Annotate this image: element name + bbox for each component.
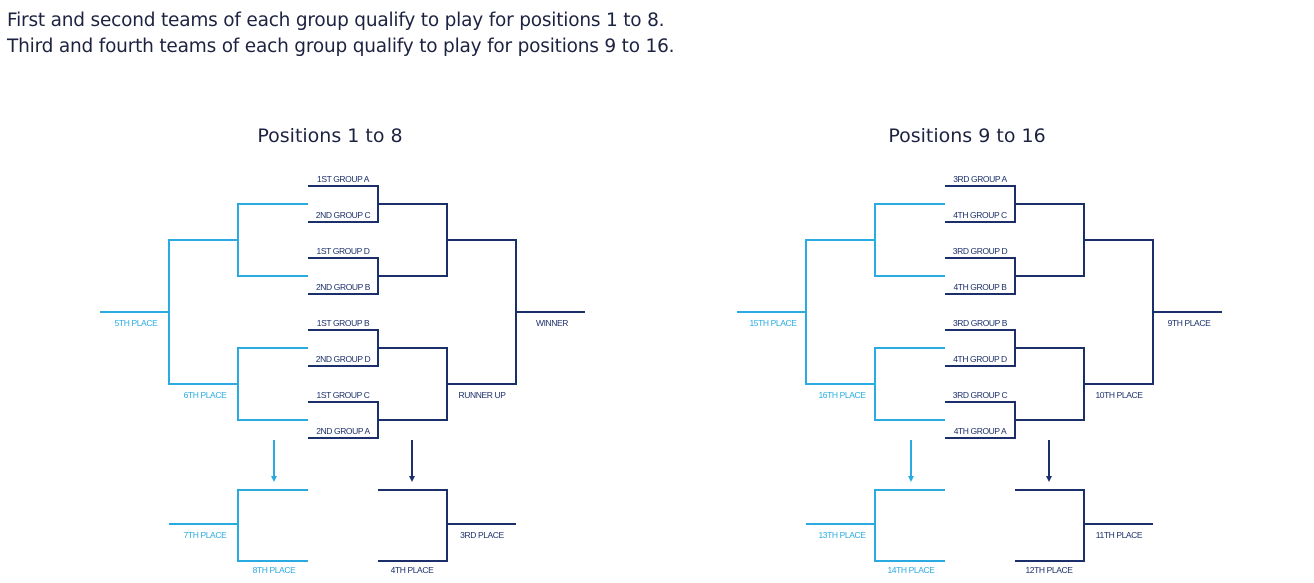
seed-label: 3RD GROUP B	[953, 318, 1008, 328]
loser-bracket	[874, 347, 945, 421]
semifinal-bracket	[378, 347, 448, 421]
intro-line-1: First and second teams of each group qua…	[7, 10, 665, 31]
classif-dark-upper-label: 3RD PLACE	[460, 530, 504, 540]
seed-label: 2ND GROUP D	[316, 354, 371, 364]
loser-upper-label: 15TH PLACE	[749, 318, 797, 328]
winner-label: WINNER	[536, 318, 568, 328]
intro-line-2: Third and fourth teams of each group qua…	[7, 36, 675, 57]
classif-light-upper-label: 13TH PLACE	[818, 530, 866, 540]
classif-light-lower-label: 14TH PLACE	[887, 565, 935, 575]
seed-label: 2ND GROUP A	[316, 426, 370, 436]
semifinal-bracket	[1015, 347, 1085, 421]
runner-up-label: 10TH PLACE	[1095, 390, 1143, 400]
down-arrow-dark	[1046, 440, 1052, 482]
seed-label: 3RD GROUP A	[953, 174, 1007, 184]
classification-bracket-dark	[1015, 489, 1085, 562]
classif-dark-lower-label: 4TH PLACE	[391, 565, 434, 575]
seed-label: 2ND GROUP B	[316, 282, 371, 292]
classif-light-lower-label: 8TH PLACE	[253, 565, 296, 575]
classification-bracket-light	[874, 489, 945, 562]
loser-final-bracket	[168, 239, 238, 385]
loser-lower-label: 16TH PLACE	[818, 390, 866, 400]
classification-bracket-dark	[378, 489, 448, 562]
bracket-title: Positions 1 to 8	[257, 125, 402, 147]
loser-bracket	[874, 203, 945, 277]
seed-label: 4TH GROUP A	[954, 426, 1007, 436]
seed-label: 4TH GROUP D	[953, 354, 1007, 364]
classification-bracket-light	[237, 489, 308, 562]
bracket-title: Positions 9 to 16	[888, 125, 1045, 147]
loser-lower-label: 6TH PLACE	[184, 390, 227, 400]
seed-label: 1ST GROUP B	[317, 318, 370, 328]
final-bracket	[1084, 239, 1154, 385]
loser-bracket	[237, 203, 308, 277]
loser-final-bracket	[805, 239, 875, 385]
seed-label: 4TH GROUP C	[953, 210, 1007, 220]
seed-label: 1ST GROUP C	[317, 390, 370, 400]
classif-dark-upper-label: 11TH PLACE	[1096, 530, 1143, 540]
seed-label: 3RD GROUP D	[953, 246, 1008, 256]
semifinal-bracket	[378, 203, 448, 277]
winner-label: 9TH PLACE	[1168, 318, 1211, 328]
classif-light-upper-label: 7TH PLACE	[184, 530, 227, 540]
down-arrow-light	[908, 440, 914, 482]
seed-label: 2ND GROUP C	[316, 210, 371, 220]
seed-label: 4TH GROUP B	[953, 282, 1007, 292]
down-arrow-dark	[409, 440, 415, 482]
seed-label: 1ST GROUP A	[317, 174, 370, 184]
seed-label: 3RD GROUP C	[953, 390, 1008, 400]
semifinal-bracket	[1015, 203, 1085, 277]
final-bracket	[447, 239, 517, 385]
runner-up-label: RUNNER UP	[459, 390, 507, 400]
loser-bracket	[237, 347, 308, 421]
classif-dark-lower-label: 12TH PLACE	[1025, 565, 1073, 575]
intro-text: First and second teams of each group qua…	[7, 8, 675, 60]
loser-upper-label: 5TH PLACE	[115, 318, 158, 328]
seed-label: 1ST GROUP D	[317, 246, 370, 256]
down-arrow-light	[271, 440, 277, 482]
